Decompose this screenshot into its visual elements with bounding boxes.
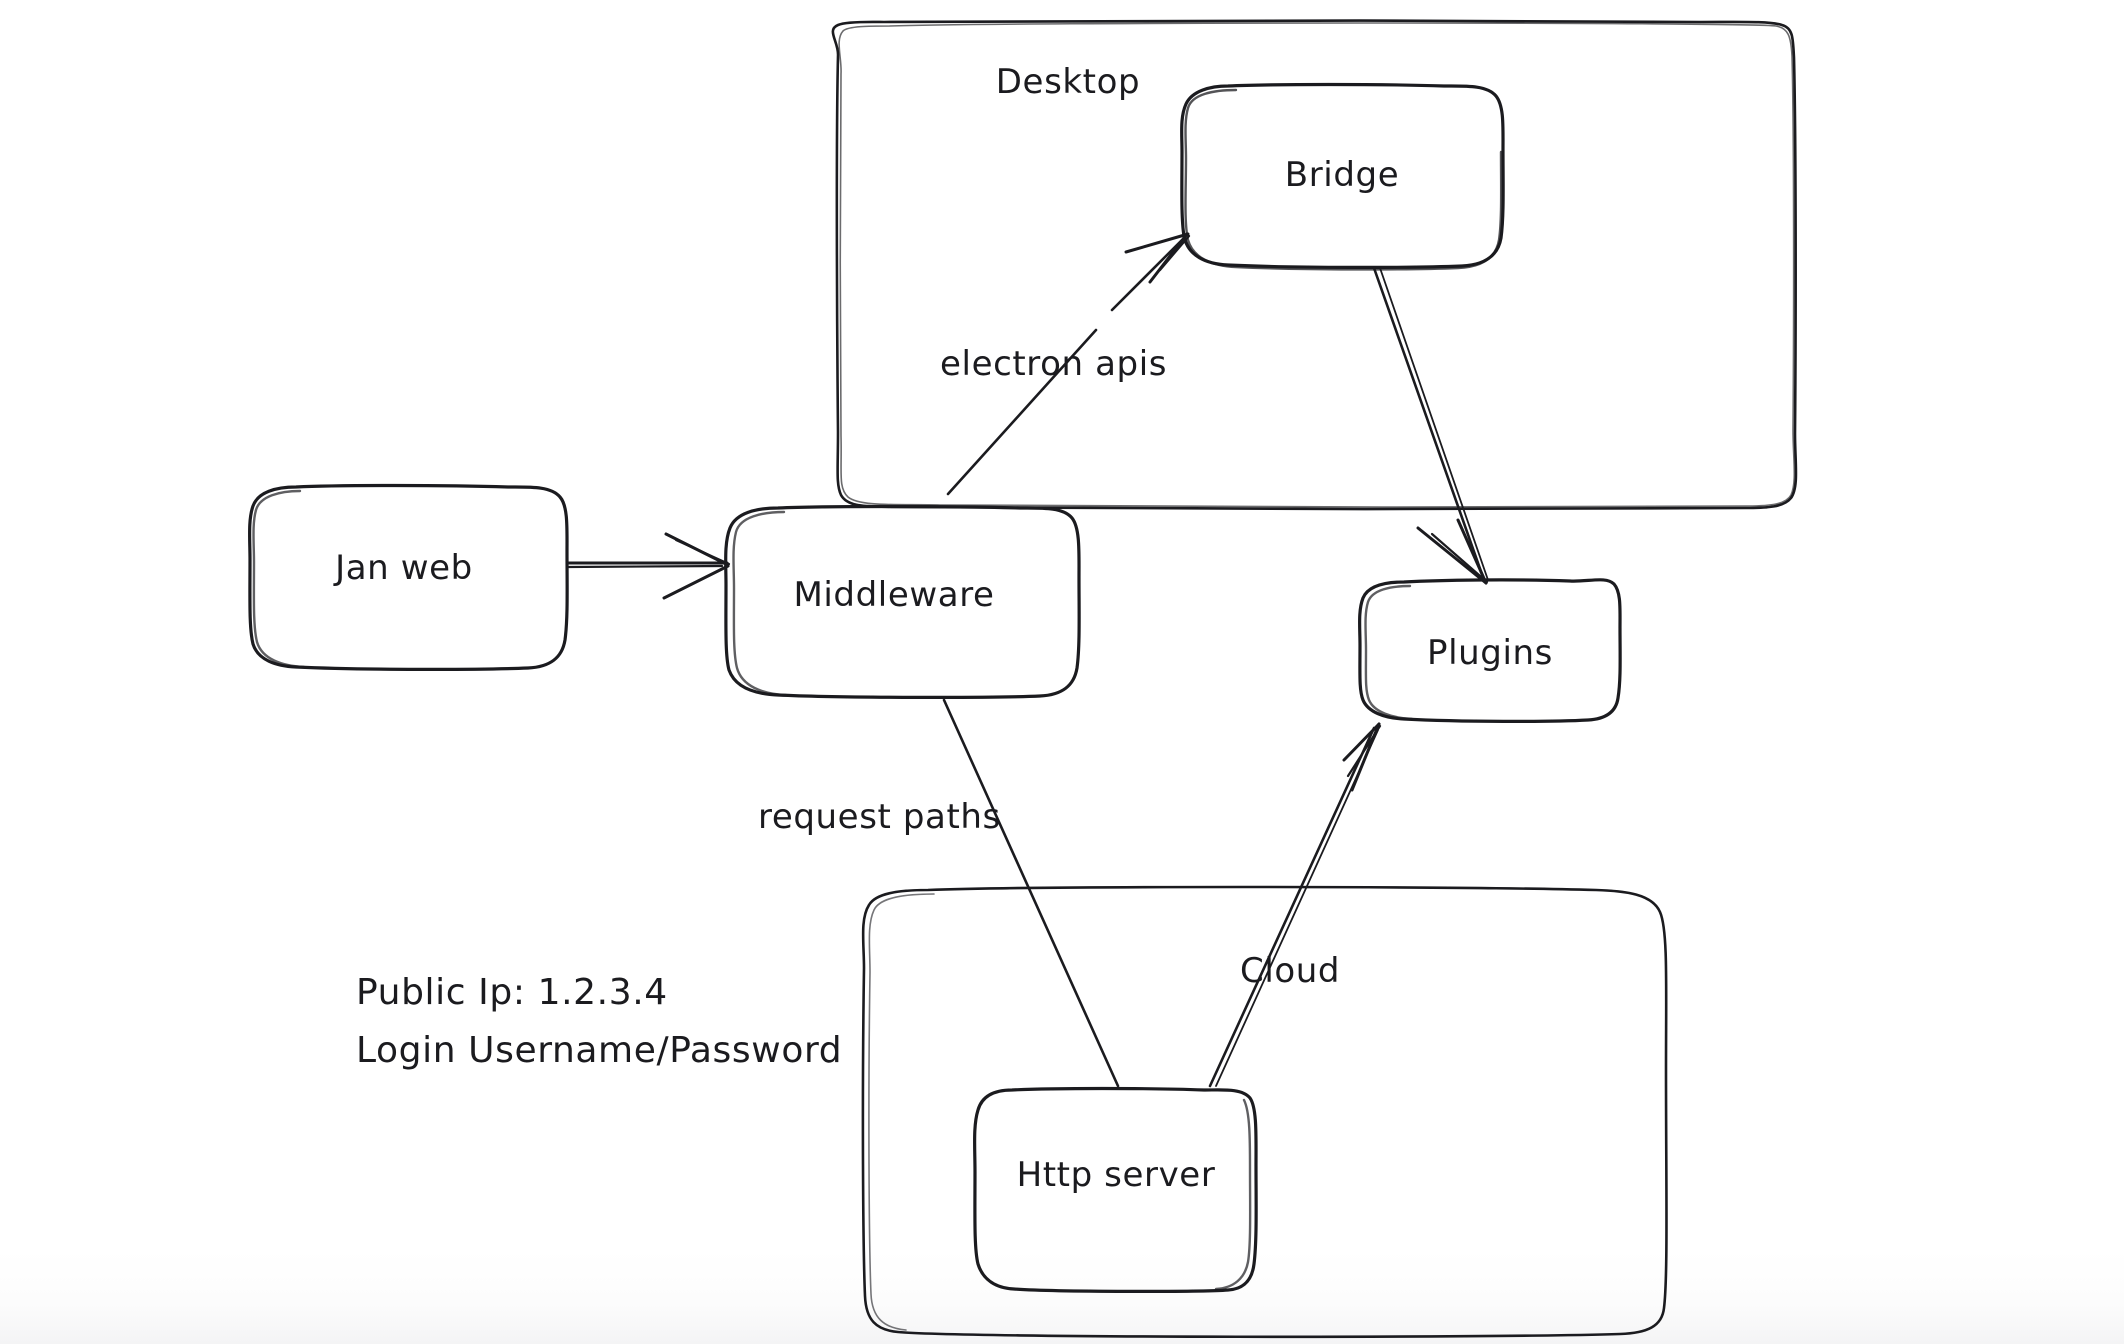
edge-bridge-to-plugins[interactable] xyxy=(1372,266,1489,585)
container-desktop[interactable]: Desktop xyxy=(831,19,1798,511)
container-desktop-label: Desktop xyxy=(996,62,1140,102)
node-jan-web[interactable]: Jan web xyxy=(248,483,569,671)
node-http-server[interactable]: Http server xyxy=(973,1086,1258,1293)
edge-request-paths-label: request paths xyxy=(758,797,1001,837)
node-plugins-label: Plugins xyxy=(1427,633,1553,673)
node-bridge[interactable]: Bridge xyxy=(1180,82,1505,271)
edge-http-server-to-plugins[interactable]: Cloud xyxy=(1208,722,1382,1088)
edge-middleware-to-bridge[interactable]: electron apis xyxy=(940,232,1191,496)
node-middleware-label: Middleware xyxy=(793,575,994,615)
container-cloud[interactable] xyxy=(861,885,1668,1339)
node-jan-web-label: Jan web xyxy=(333,548,473,588)
node-bridge-label: Bridge xyxy=(1285,155,1399,195)
edge-janweb-to-middleware[interactable] xyxy=(566,532,731,600)
edge-middleware-to-http-server[interactable] xyxy=(942,698,1120,1088)
node-plugins[interactable]: Plugins xyxy=(1358,578,1622,723)
note-credentials: Public Ip: 1.2.3.4 Login Username/Passwo… xyxy=(356,972,842,1071)
node-middleware[interactable]: Middleware xyxy=(724,504,1081,699)
edge-cloud-label: Cloud xyxy=(1240,951,1340,991)
edge-electron-apis-label: electron apis xyxy=(940,344,1167,384)
note-public-ip: Public Ip: 1.2.3.4 xyxy=(356,972,668,1013)
note-login: Login Username/Password xyxy=(356,1030,842,1071)
node-http-server-label: Http server xyxy=(1017,1155,1216,1195)
